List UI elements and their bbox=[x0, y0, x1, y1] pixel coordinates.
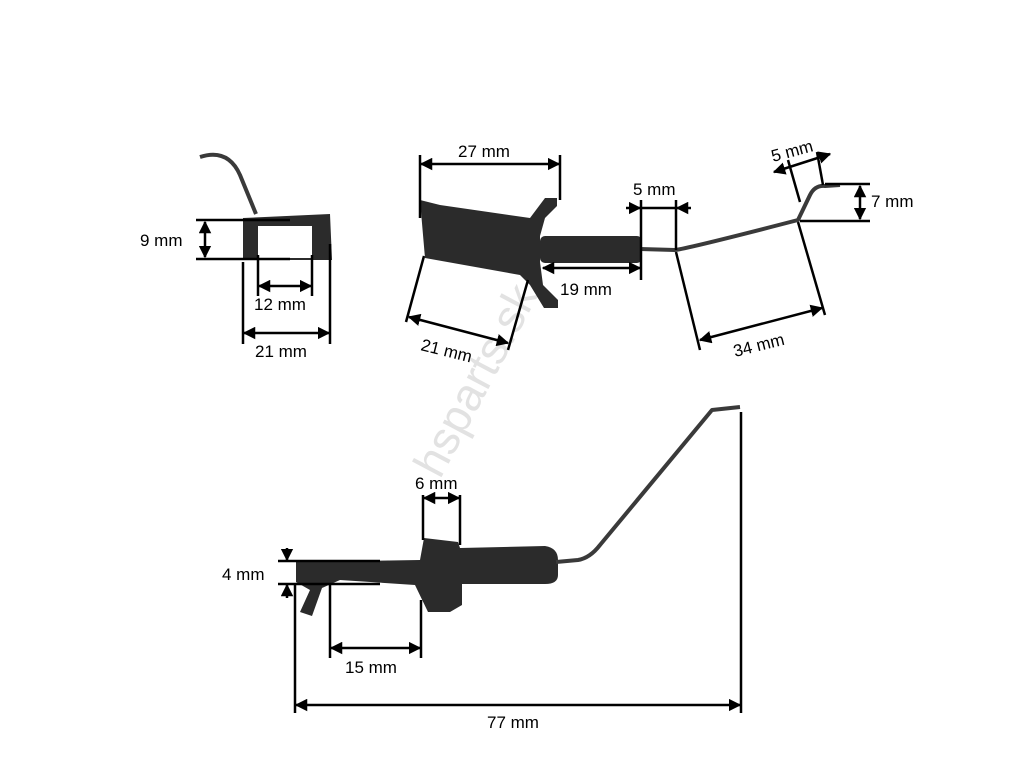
dim-21mm-head bbox=[407, 313, 510, 347]
clip-sleeve bbox=[540, 236, 642, 263]
label-outer-width: 21 mm bbox=[255, 342, 307, 361]
label-hook-height: 7 mm bbox=[871, 192, 914, 211]
end-view: 9 mm 12 mm 21 mm bbox=[140, 152, 332, 361]
dim-5mm-hook bbox=[772, 151, 832, 175]
label-total-length: 77 mm bbox=[487, 713, 539, 732]
clip-wire bbox=[639, 183, 841, 252]
label-head-length: 27 mm bbox=[458, 142, 510, 161]
label-wire-length: 34 mm bbox=[731, 330, 786, 361]
label-flange: 6 mm bbox=[415, 474, 458, 493]
end-body bbox=[243, 214, 332, 260]
label-thickness: 4 mm bbox=[222, 565, 265, 584]
label-sleeve-length: 19 mm bbox=[560, 280, 612, 299]
label-height: 9 mm bbox=[140, 231, 183, 250]
label-inner-width: 12 mm bbox=[254, 295, 306, 314]
label-tip-length: 15 mm bbox=[345, 658, 397, 677]
clip-head bbox=[420, 198, 558, 308]
label-wire-gap: 5 mm bbox=[633, 180, 676, 199]
top-wire bbox=[555, 405, 741, 564]
watermark: hsparts.sk bbox=[403, 274, 548, 484]
dim-34mm bbox=[698, 304, 824, 344]
end-wire bbox=[199, 152, 258, 215]
top-view: 4 mm 6 mm 15 mm 77 mm bbox=[222, 405, 743, 732]
top-body bbox=[296, 538, 558, 616]
